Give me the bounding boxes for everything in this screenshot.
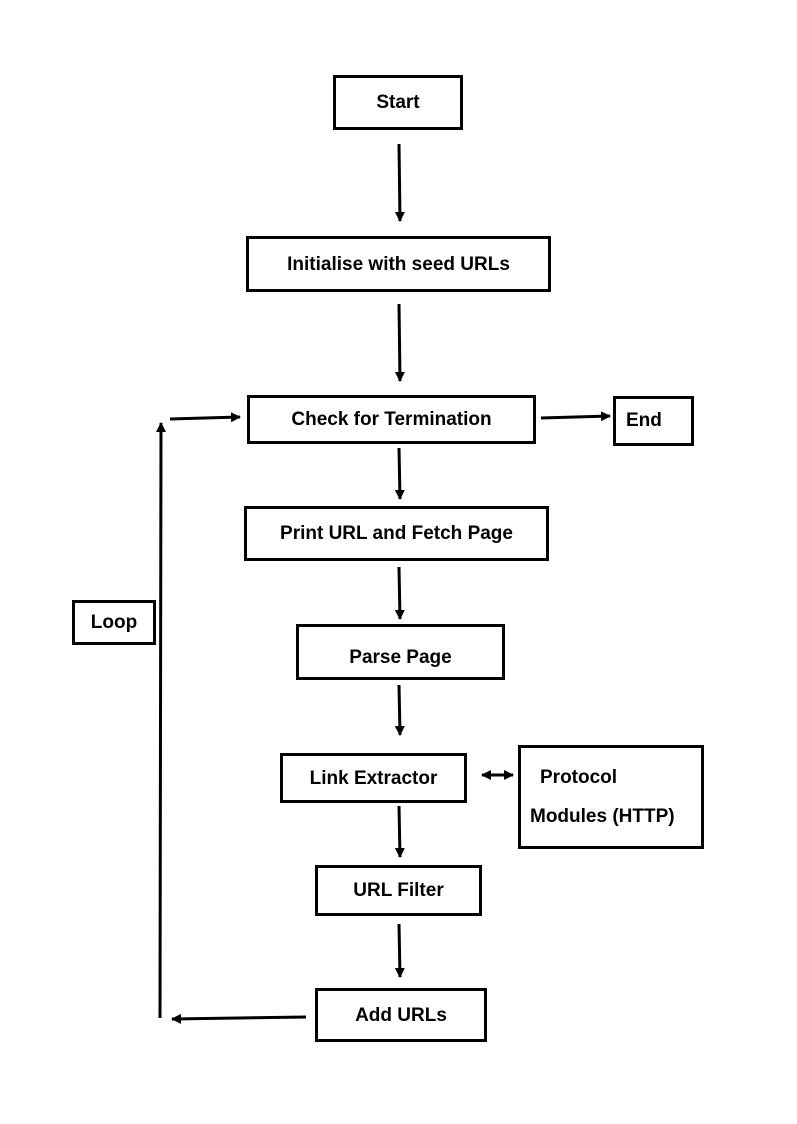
- loop-label-node: Loop: [72, 600, 156, 645]
- arrow-initialise-to-check: [394, 303, 405, 382]
- protocol-modules-label-line1: Protocol: [540, 767, 618, 788]
- check-termination-node: Check for Termination: [247, 395, 536, 444]
- loop-return-line: [155, 422, 166, 1019]
- parse-page-node: Parse Page: [296, 624, 505, 680]
- start-node: Start: [333, 75, 463, 130]
- arrow-extractor-to-filter: [394, 805, 405, 858]
- arrow-add-to-loop: [171, 1013, 307, 1024]
- arrow-filter-to-add: [394, 923, 405, 978]
- url-filter-node: URL Filter: [315, 865, 482, 916]
- arrow-parse-to-extractor: [394, 684, 405, 736]
- protocol-modules-node: Protocol Modules (HTTP): [518, 745, 704, 849]
- arrow-print-to-parse: [394, 566, 405, 620]
- arrow-check-to-print: [394, 447, 405, 500]
- protocol-modules-label-line2: Modules (HTTP): [530, 806, 675, 827]
- add-urls-node: Add URLs: [315, 988, 487, 1042]
- initialise-node: Initialise with seed URLs: [246, 236, 551, 292]
- end-node: End: [613, 396, 694, 446]
- arrow-start-to-initialise: [394, 143, 405, 222]
- arrow-loop-to-check: [169, 412, 241, 423]
- arrow-check-to-end: [540, 411, 611, 422]
- print-fetch-node: Print URL and Fetch Page: [244, 506, 549, 561]
- link-extractor-node: Link Extractor: [280, 753, 467, 803]
